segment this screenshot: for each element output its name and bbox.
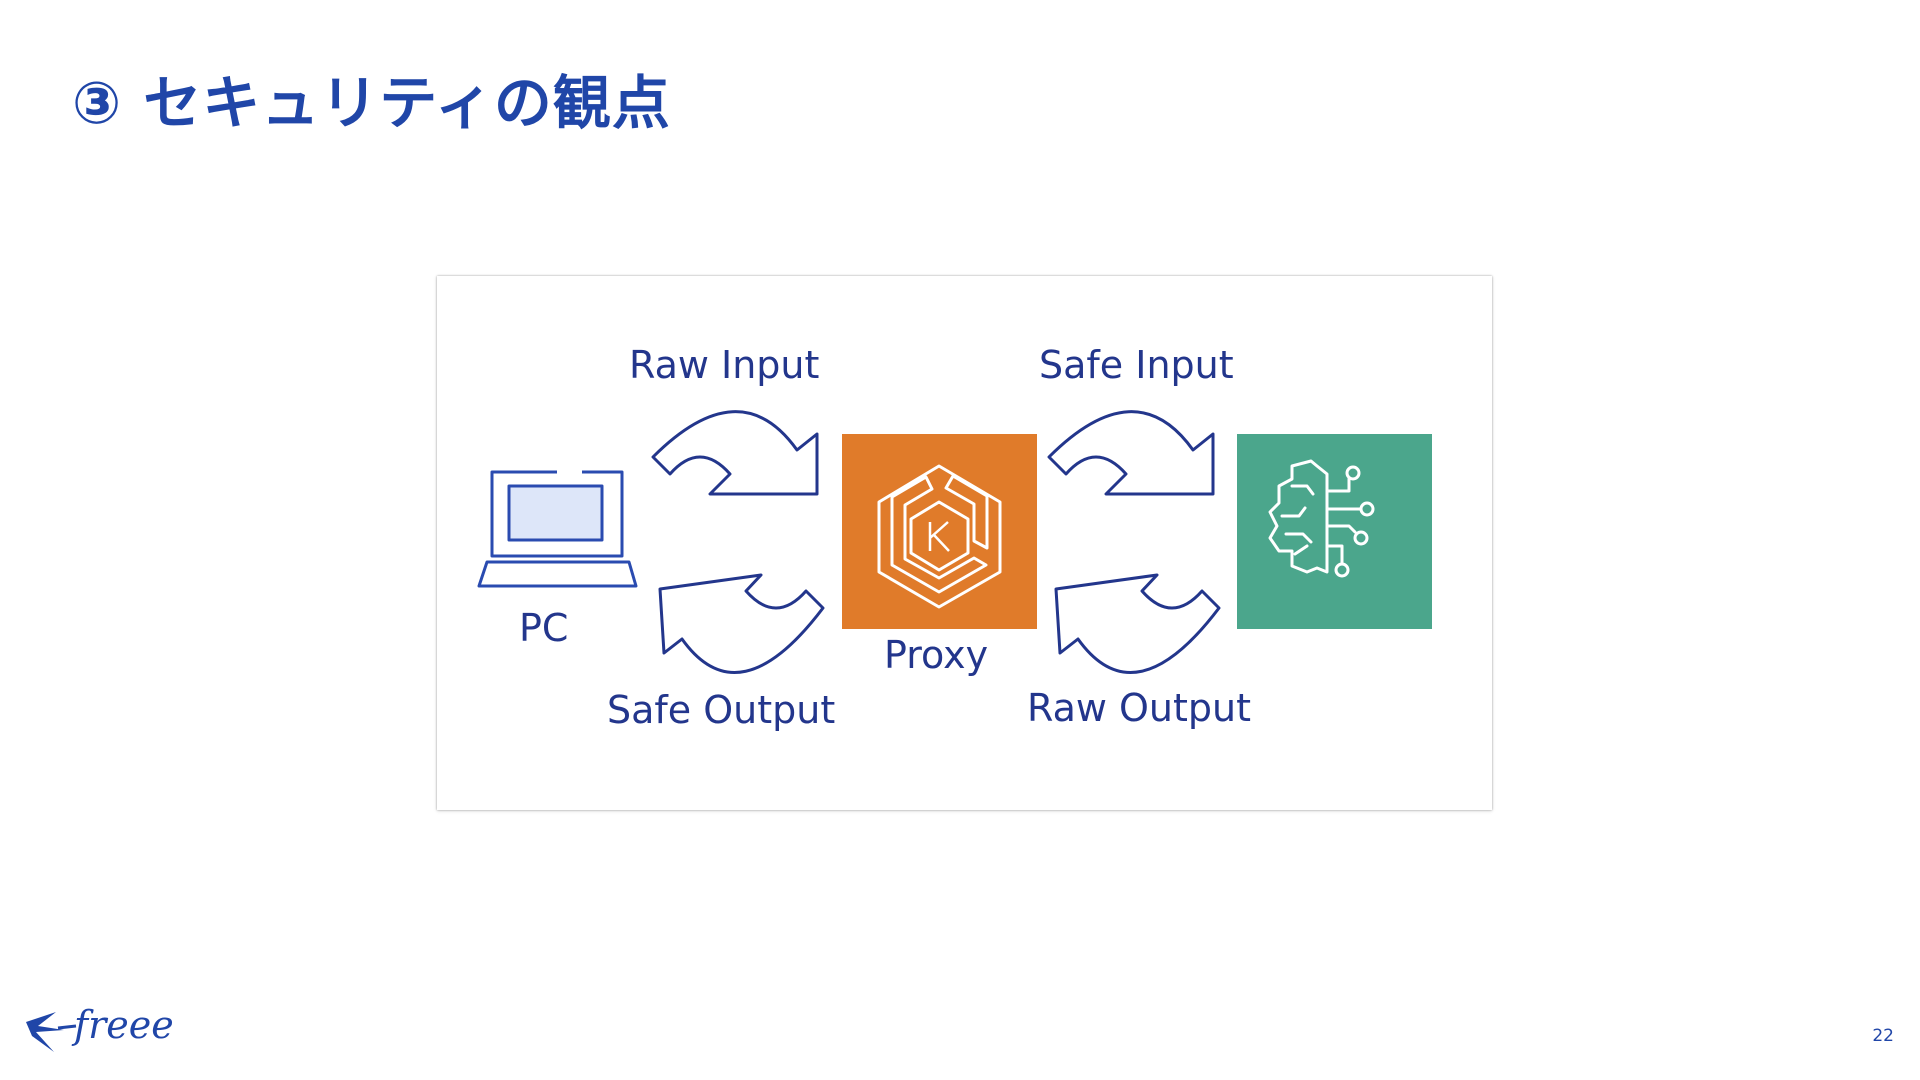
freee-logo: freee — [24, 992, 194, 1067]
logo-wordmark: freee — [71, 1003, 174, 1047]
proxy-label: Proxy — [884, 633, 988, 677]
raw-output-arrow — [1054, 573, 1221, 674]
raw-input-arrow — [651, 410, 819, 496]
kubernetes-icon — [877, 464, 1002, 609]
page-number: 22 — [1872, 1026, 1894, 1046]
safe-output-arrow — [658, 573, 825, 674]
proxy-node — [842, 434, 1037, 629]
bird-icon — [26, 1012, 64, 1052]
ai-box — [1237, 434, 1432, 629]
proxy-box — [842, 434, 1037, 629]
safe-output-label: Safe Output — [607, 688, 835, 732]
laptop-icon — [477, 470, 638, 588]
pc-label: PC — [519, 606, 568, 650]
safe-input-arrow — [1047, 410, 1215, 496]
architecture-diagram: PC Raw Input Safe Output — [437, 276, 1492, 810]
raw-input-label: Raw Input — [629, 343, 819, 387]
raw-output-label: Raw Output — [1027, 686, 1251, 730]
slide-title: ③ セキュリティの観点 — [72, 69, 671, 137]
safe-input-label: Safe Input — [1039, 343, 1234, 387]
ai-brain-icon — [1268, 459, 1375, 578]
ai-node — [1237, 434, 1432, 629]
